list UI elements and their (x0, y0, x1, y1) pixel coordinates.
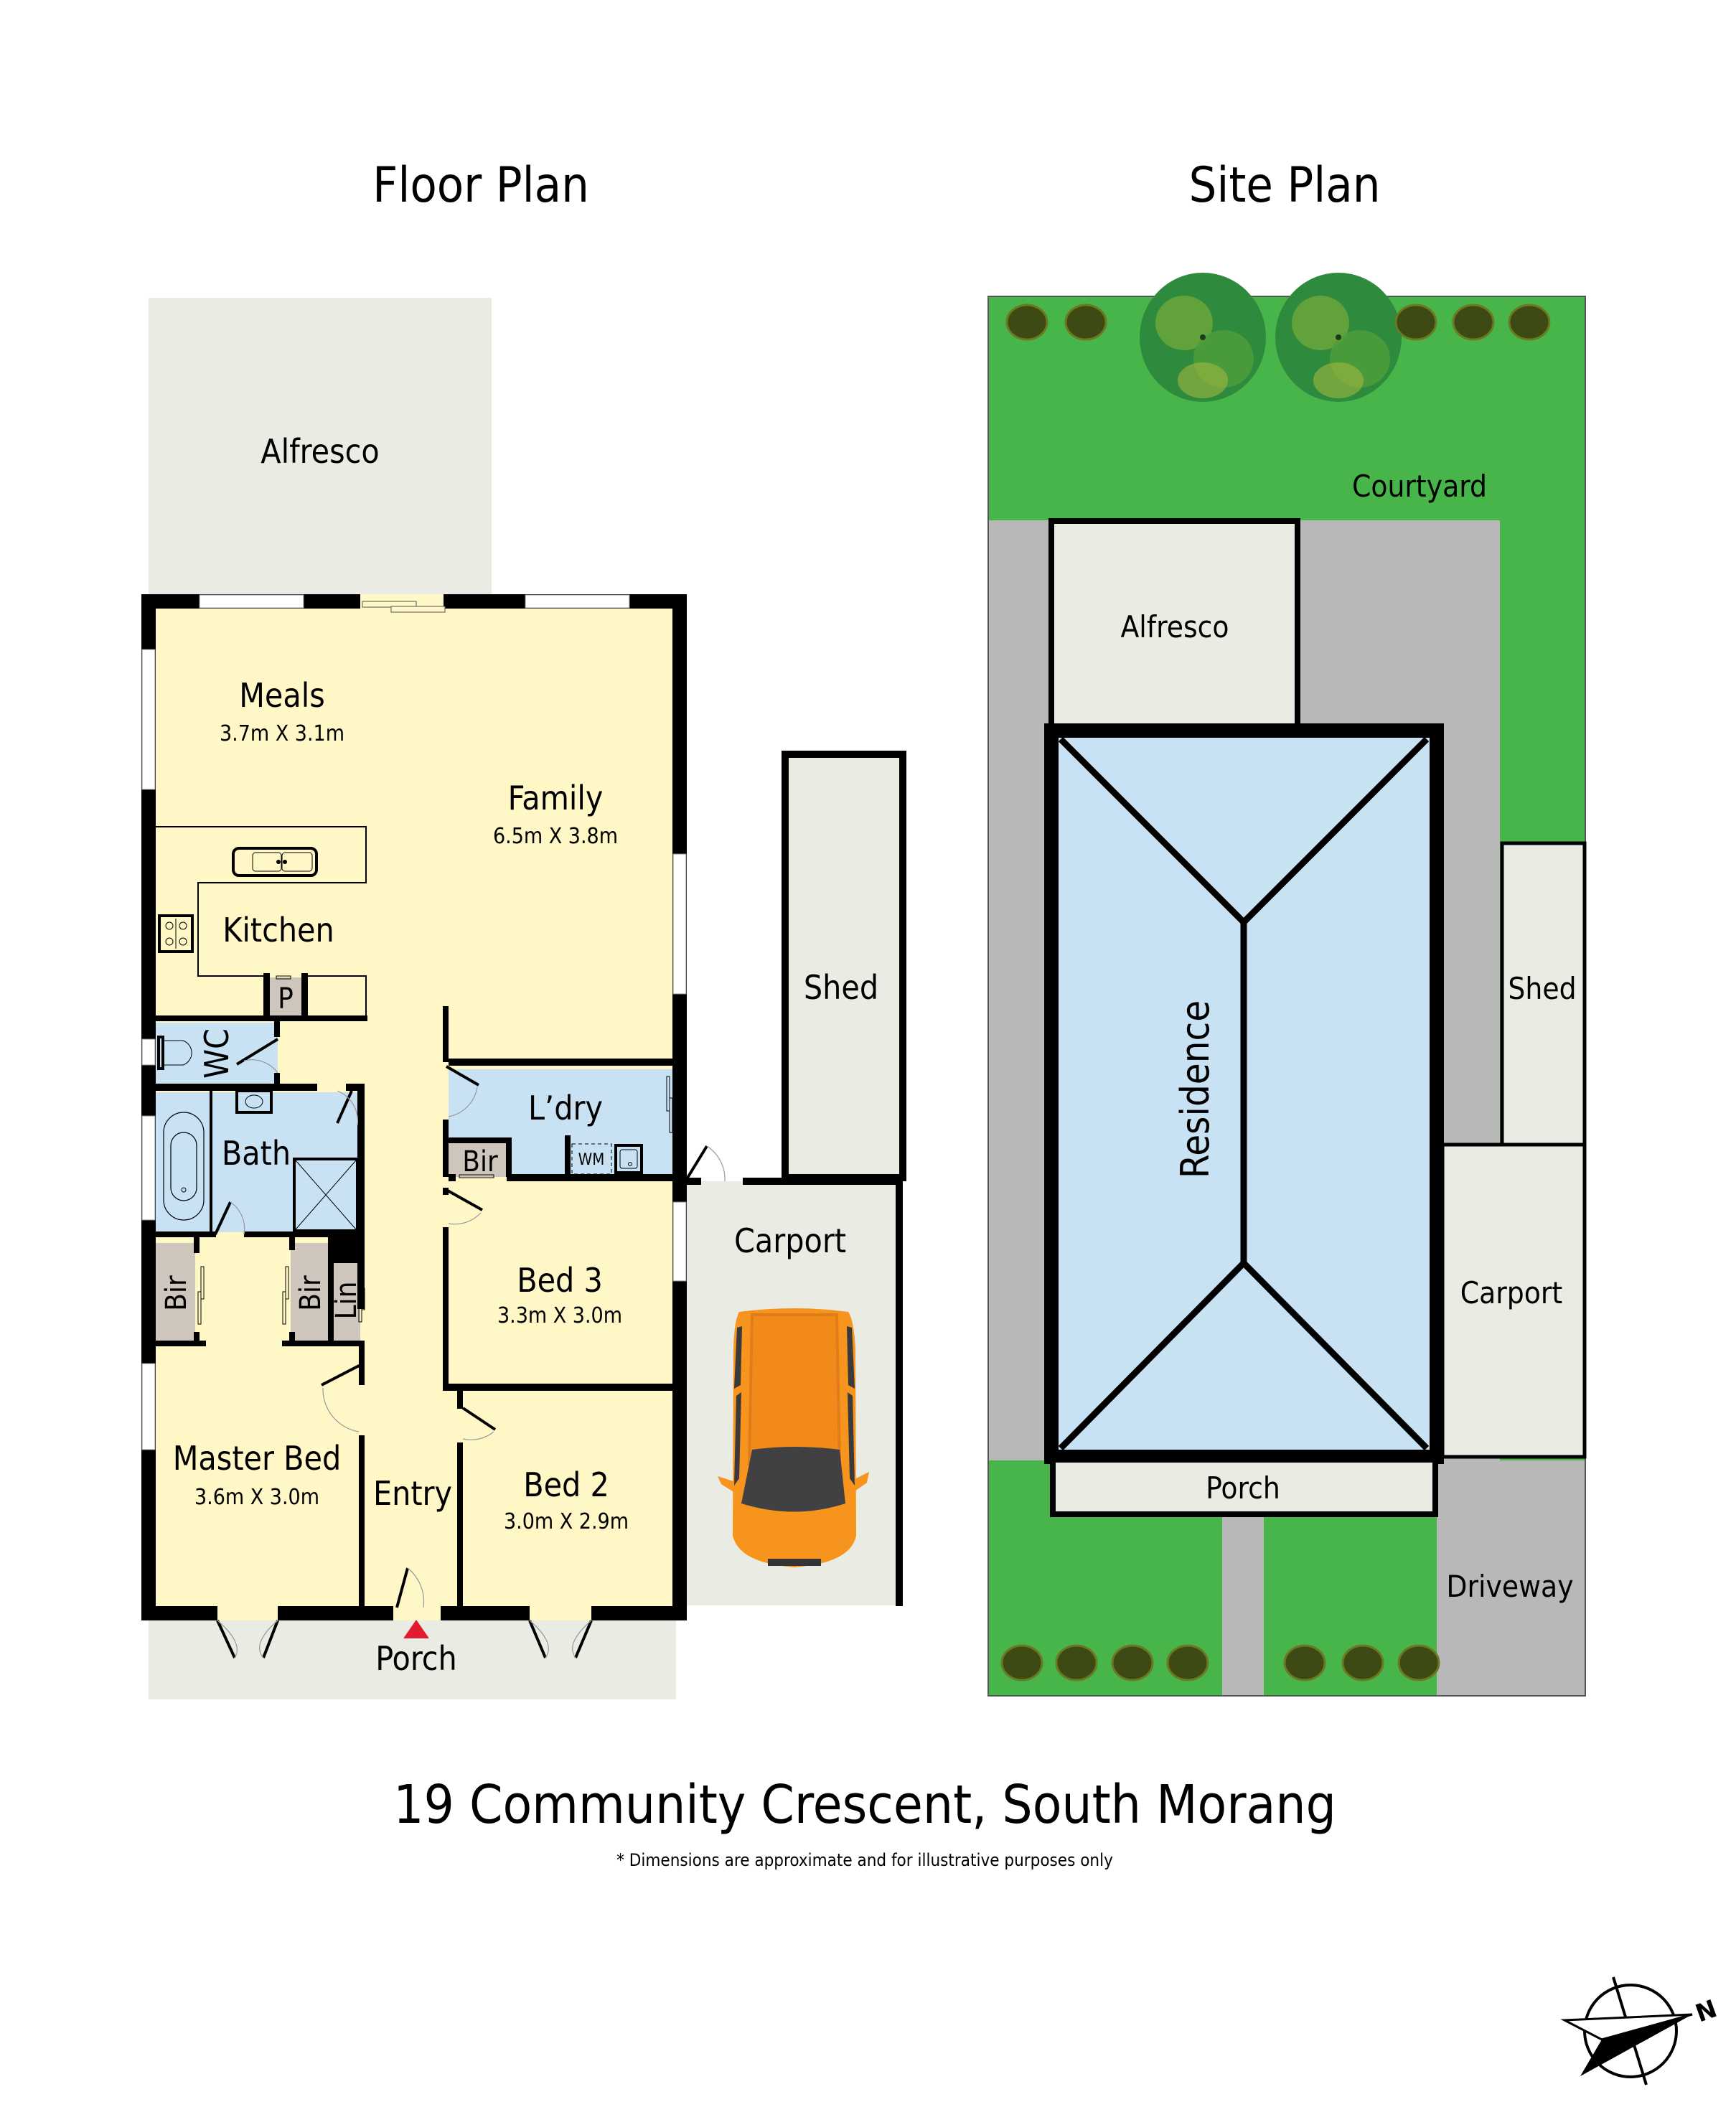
shrub-icon (1055, 1644, 1098, 1681)
carport-label: Carport (734, 1221, 846, 1260)
site-porch (1050, 1457, 1438, 1517)
family-label: Family (508, 779, 604, 817)
driveway-label: Driveway (1446, 1569, 1573, 1604)
site-carport (1440, 1143, 1587, 1459)
shrub-row-bottom (1000, 1644, 1440, 1681)
bed3-dims: 3.3m X 3.0m (497, 1303, 622, 1328)
entry-label: Entry (373, 1474, 452, 1513)
entry-marker-icon (403, 1620, 429, 1638)
laundry-bir (449, 1143, 512, 1177)
sliding-door-panel (390, 606, 446, 613)
laundry-bir-label: Bir (462, 1145, 498, 1178)
bathtub-icon (163, 1112, 205, 1221)
bed2-dims: 3.0m X 2.9m (504, 1509, 629, 1534)
alfresco-area (149, 298, 492, 599)
cooktop-icon (158, 914, 194, 953)
master-bir-right (291, 1243, 328, 1343)
site-plan: Courtyard Alfresco Residence Shed Carpor… (987, 273, 1587, 1697)
carport-right-wall (896, 1178, 903, 1606)
pantry-label: P (278, 982, 294, 1015)
toilet-icon (157, 1036, 164, 1070)
sink-icon (232, 847, 318, 877)
washing-machine-icon (571, 1143, 612, 1175)
shrub-icon (1166, 1644, 1209, 1681)
shrub-icon (1394, 304, 1437, 341)
carport-top-wall-stub (687, 1178, 701, 1185)
shrub-icon (1452, 304, 1495, 341)
floor-plan-heading: Floor Plan (372, 157, 589, 214)
master-bed-label: Master Bed (173, 1439, 342, 1478)
vanity-basin-icon (235, 1089, 273, 1114)
master-bir-right-label: Bir (294, 1275, 327, 1311)
kitchen-benches (156, 826, 367, 1019)
floor-plan: Alfresco Meals 3.7m X 3.1m Family 6.5m X… (141, 298, 906, 1699)
bath-room (156, 1092, 364, 1232)
disclaimer-note: * Dimensions are approximate and for ill… (616, 1850, 1113, 1870)
master-bir-left-label: Bir (160, 1275, 193, 1311)
car-icon (718, 1308, 869, 1567)
laundry-tub-icon (614, 1144, 643, 1174)
compass-north-label: N (1692, 1994, 1720, 2028)
linen-cupboard (332, 1263, 360, 1343)
washing-machine-label: WM (578, 1151, 605, 1169)
shower-icon (293, 1158, 359, 1232)
bath-label: Bath (222, 1134, 291, 1173)
site-plan-heading: Site Plan (1188, 157, 1380, 214)
property-address: 19 Community Crescent, South Morang (393, 1774, 1336, 1836)
bed3-label: Bed 3 (517, 1261, 603, 1300)
site-porch-label: Porch (1206, 1470, 1280, 1506)
driveway-area (1437, 1460, 1585, 1695)
meals-label: Meals (239, 676, 325, 715)
family-dims: 6.5m X 3.8m (493, 824, 618, 849)
shrub-icon (1341, 1644, 1384, 1681)
shrub-icon (1508, 304, 1551, 341)
door-leaves (214, 1038, 708, 1658)
door-swings (217, 1059, 726, 1658)
shrub-icon (1000, 1644, 1043, 1681)
kitchen-label: Kitchen (222, 911, 334, 949)
shrub-icon (1005, 304, 1048, 341)
shrub-icon (1283, 1644, 1326, 1681)
master-french-door-opening (217, 1606, 278, 1620)
shed-label: Shed (804, 968, 878, 1007)
roof-hip-lines (1058, 736, 1430, 1451)
shrub-row-top (1005, 304, 1551, 341)
site-alfresco (1048, 518, 1300, 732)
shed-block (782, 751, 906, 1181)
shrub-icon (1111, 1644, 1154, 1681)
site-shed-label: Shed (1508, 971, 1576, 1006)
master-bed-dims: 3.6m X 3.0m (194, 1485, 319, 1510)
master-bir-left (156, 1243, 195, 1343)
linen-label: Lin (330, 1282, 363, 1320)
porch-label: Porch (375, 1639, 457, 1678)
bath-fixtures (157, 975, 673, 1325)
bed2-label: Bed 2 (523, 1465, 609, 1504)
shrub-icon (1064, 304, 1107, 341)
bed2-french-door-opening (530, 1606, 591, 1620)
wc-room (156, 1023, 278, 1085)
alfresco-label: Alfresco (261, 432, 379, 471)
residence-label: Residence (1173, 1000, 1218, 1178)
courtyard-label: Courtyard (1352, 469, 1487, 504)
site-alfresco-label: Alfresco (1120, 609, 1229, 644)
tree-icon (1140, 273, 1266, 402)
north-compass-icon: N (1560, 1976, 1721, 2085)
site-carport-label: Carport (1460, 1275, 1563, 1310)
wc-label: WC (197, 1028, 236, 1079)
interior-walls (156, 973, 687, 1608)
windows (141, 594, 687, 1450)
front-door-opening (393, 1606, 441, 1620)
shrub-icon (1397, 1644, 1440, 1681)
pantry (269, 977, 301, 1020)
sliding-door-panel (362, 601, 417, 608)
laundry-label: L’dry (528, 1089, 603, 1127)
meals-dims: 3.7m X 3.1m (220, 721, 344, 746)
tree-icon (1275, 273, 1402, 402)
carport-top-wall (743, 1178, 903, 1185)
